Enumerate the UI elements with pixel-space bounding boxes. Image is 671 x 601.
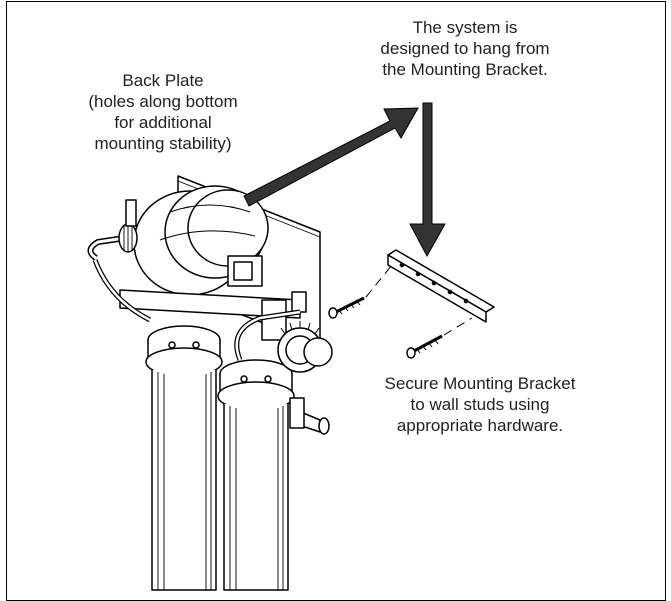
secure-bracket-callout-line: to wall studs using bbox=[410, 395, 550, 414]
secure-bracket-callout: Secure Mounting Bracket to wall studs us… bbox=[355, 373, 605, 436]
back-plate-callout-line: for additional bbox=[114, 113, 212, 132]
hang-callout-line: designed to hang from bbox=[380, 39, 550, 58]
secure-bracket-callout-line: appropriate hardware. bbox=[396, 416, 564, 435]
mounting-bracket bbox=[387, 249, 495, 323]
back-plate-callout-line: Back Plate bbox=[122, 71, 204, 90]
hang-callout-line: the Mounting Bracket. bbox=[382, 60, 548, 79]
screw-upper bbox=[328, 296, 365, 319]
valve-assembly bbox=[234, 291, 333, 373]
arrow-down-to-bracket bbox=[409, 102, 446, 258]
hang-callout-line: The system is bbox=[412, 18, 518, 37]
pressure-tank bbox=[133, 185, 269, 296]
screw-guide-lines bbox=[365, 264, 473, 336]
secure-bracket-callout-line: Secure Mounting Bracket bbox=[384, 374, 576, 393]
outlet-fitting bbox=[289, 397, 330, 435]
back-plate-callout-line: mounting stability) bbox=[94, 134, 232, 153]
filter-housing-right bbox=[217, 359, 295, 591]
manifold-tube bbox=[92, 259, 301, 323]
filter-housing-left bbox=[145, 325, 223, 591]
arrow-to-back-plate bbox=[243, 107, 419, 207]
hang-callout: The system is designed to hang from the … bbox=[355, 17, 575, 80]
back-plate-callout-line: (holes along bottom bbox=[88, 92, 238, 111]
back-plate-callout: Back Plate (holes along bottom for addit… bbox=[58, 70, 268, 154]
screw-lower bbox=[406, 334, 443, 359]
inlet-elbow bbox=[87, 199, 138, 261]
